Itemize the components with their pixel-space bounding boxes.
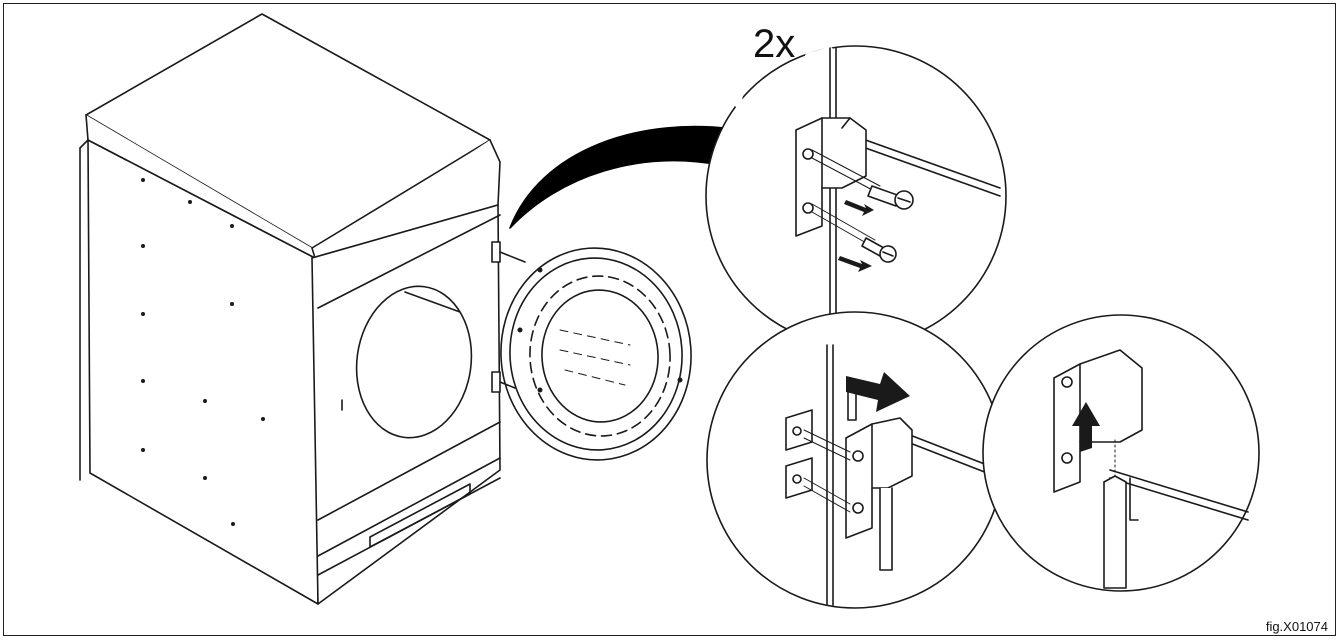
detail-circle-slide-hinge (706, 311, 1004, 609)
door-opening (355, 285, 473, 439)
quantity-label: 2x (753, 22, 796, 66)
arrow-out-1 (844, 200, 874, 216)
callout-pointer (509, 125, 741, 229)
screw-1 (867, 185, 914, 210)
arrow-lift (1072, 402, 1100, 452)
dryer-machine (79, 13, 501, 605)
open-door (491, 241, 692, 461)
screw-2 (861, 237, 897, 263)
arrow-out-2 (838, 256, 872, 272)
side-screws (141, 178, 265, 526)
detail-circle-remove-screws (705, 45, 1007, 347)
arrow-slide (846, 372, 910, 412)
figure-id: fig.X01074 (1265, 619, 1328, 634)
detail-circle-lift-hinge (982, 314, 1260, 592)
